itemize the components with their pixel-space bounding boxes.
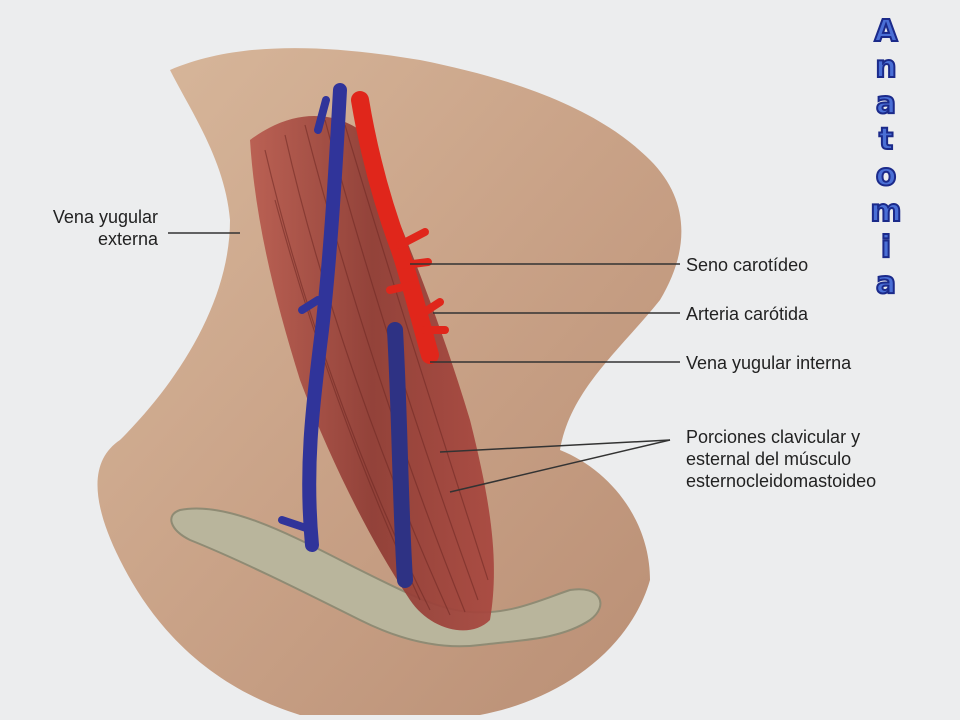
title-letter: m bbox=[869, 193, 902, 230]
title-letter: t bbox=[878, 121, 894, 158]
title-letter: o bbox=[875, 157, 898, 194]
label-carotid-sinus: Seno carotídeo bbox=[686, 255, 809, 275]
title-letter: a bbox=[875, 265, 897, 302]
clavicle-bone bbox=[170, 507, 602, 648]
title-letter: a bbox=[875, 85, 897, 122]
title-letter: n bbox=[874, 49, 897, 86]
vertical-title: A n a t o m i a bbox=[846, 13, 926, 302]
title-letter: i bbox=[880, 229, 892, 266]
sternocleidomastoid-muscle bbox=[250, 116, 494, 631]
label-internal-jugular-vein: Vena yugular interna bbox=[686, 353, 852, 373]
label-external-jugular-vein: Vena yugular externa bbox=[28, 206, 158, 250]
label-line: Porciones clavicular y bbox=[686, 427, 861, 447]
label-sternocleidomastoid-portions: Porciones clavicular y esternal del músc… bbox=[686, 426, 876, 492]
label-line: Vena yugular bbox=[52, 207, 158, 227]
label-line: externa bbox=[97, 229, 158, 249]
external-jugular-branches bbox=[278, 96, 330, 534]
label-line: esternocleidomastoideo bbox=[686, 471, 877, 491]
title-letter: A bbox=[873, 13, 898, 50]
label-carotid-artery: Arteria carótida bbox=[686, 304, 809, 324]
external-jugular-vein bbox=[302, 83, 347, 552]
internal-jugular-vein bbox=[387, 322, 413, 588]
label-line: esternal del músculo bbox=[686, 449, 852, 469]
leader-lines bbox=[168, 232, 680, 493]
